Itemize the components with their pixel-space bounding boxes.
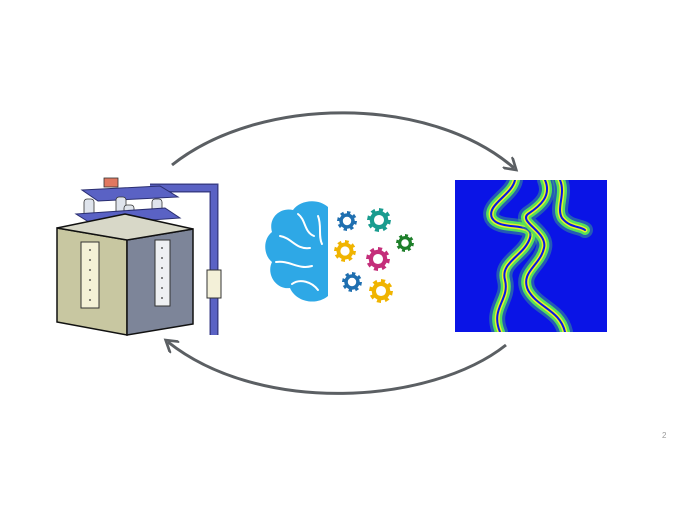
gear-yellow-bottom-icon xyxy=(369,279,393,303)
top-cycle-arrow xyxy=(171,111,514,168)
apparatus-icon xyxy=(56,177,222,336)
gear-green-icon xyxy=(396,234,414,252)
gear-blue-top-icon xyxy=(337,211,357,231)
gear-yellow-left-icon xyxy=(334,240,356,262)
brain-icon xyxy=(265,201,328,302)
simulation-image xyxy=(455,180,607,332)
gear-teal-icon xyxy=(367,208,391,232)
gear-blue-bottom-icon xyxy=(342,272,362,292)
bottom-cycle-arrow xyxy=(168,342,507,395)
gear-magenta-icon xyxy=(366,247,390,271)
brain-gears-icon xyxy=(265,201,414,303)
page-number: 2 xyxy=(662,431,667,440)
